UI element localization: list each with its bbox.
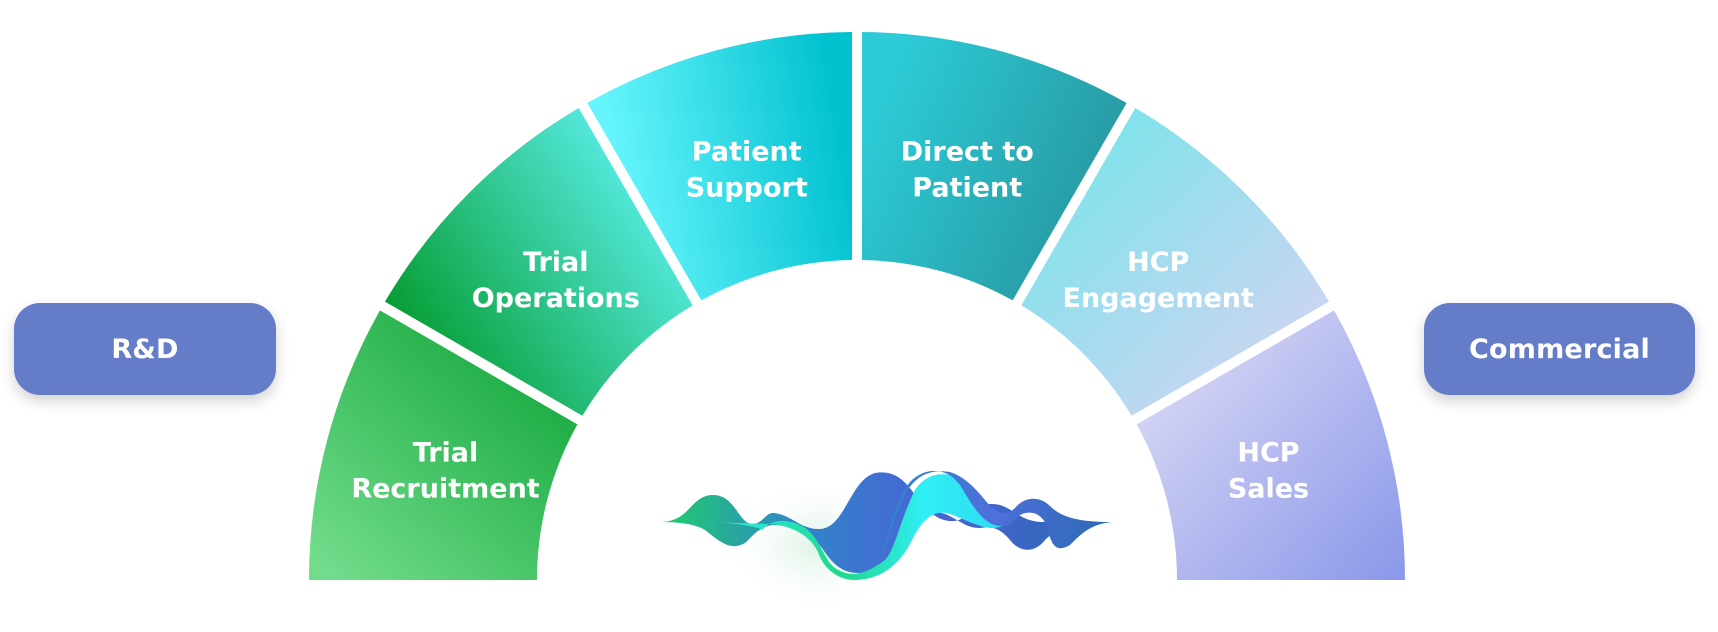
segment-label-line: Direct to xyxy=(901,137,1034,168)
segment-label-direct-to-patient: Direct to Patient xyxy=(901,137,1034,204)
segment-label-line: Patient xyxy=(692,137,802,168)
segment-label-line: Support xyxy=(686,173,808,204)
segment-label-hcp-engagement: HCP Engagement xyxy=(1063,247,1255,314)
segment-hcp-sales xyxy=(1136,310,1405,580)
segment-label-hcp-sales: HCP Sales xyxy=(1228,438,1309,505)
wave-layer-front xyxy=(880,470,1112,560)
segment-hcp-engagement xyxy=(1021,107,1330,416)
segment-label-line: HCP xyxy=(1237,438,1299,469)
sound-wave-graphic xyxy=(602,470,1112,615)
segment-label-line: Trial xyxy=(413,438,479,469)
segment-trial-operations xyxy=(384,107,693,416)
segment-trial-recruitment xyxy=(309,310,578,580)
segment-label-line: Trial xyxy=(523,247,589,278)
segment-label-line: HCP xyxy=(1127,247,1189,278)
rd-pill: R&D xyxy=(14,303,276,395)
wave-layer-mid xyxy=(700,474,1020,580)
segment-label-line: Operations xyxy=(472,283,640,314)
commercial-pill: Commercial xyxy=(1424,303,1695,395)
segment-label-line: Patient xyxy=(912,173,1022,204)
segment-label-line: Sales xyxy=(1228,474,1309,505)
segment-label-line: Recruitment xyxy=(351,474,539,505)
segment-patient-support xyxy=(587,32,852,301)
segment-direct-to-patient xyxy=(862,32,1127,301)
segment-label-line: Engagement xyxy=(1063,283,1255,314)
wave-layer-back xyxy=(660,472,1112,574)
